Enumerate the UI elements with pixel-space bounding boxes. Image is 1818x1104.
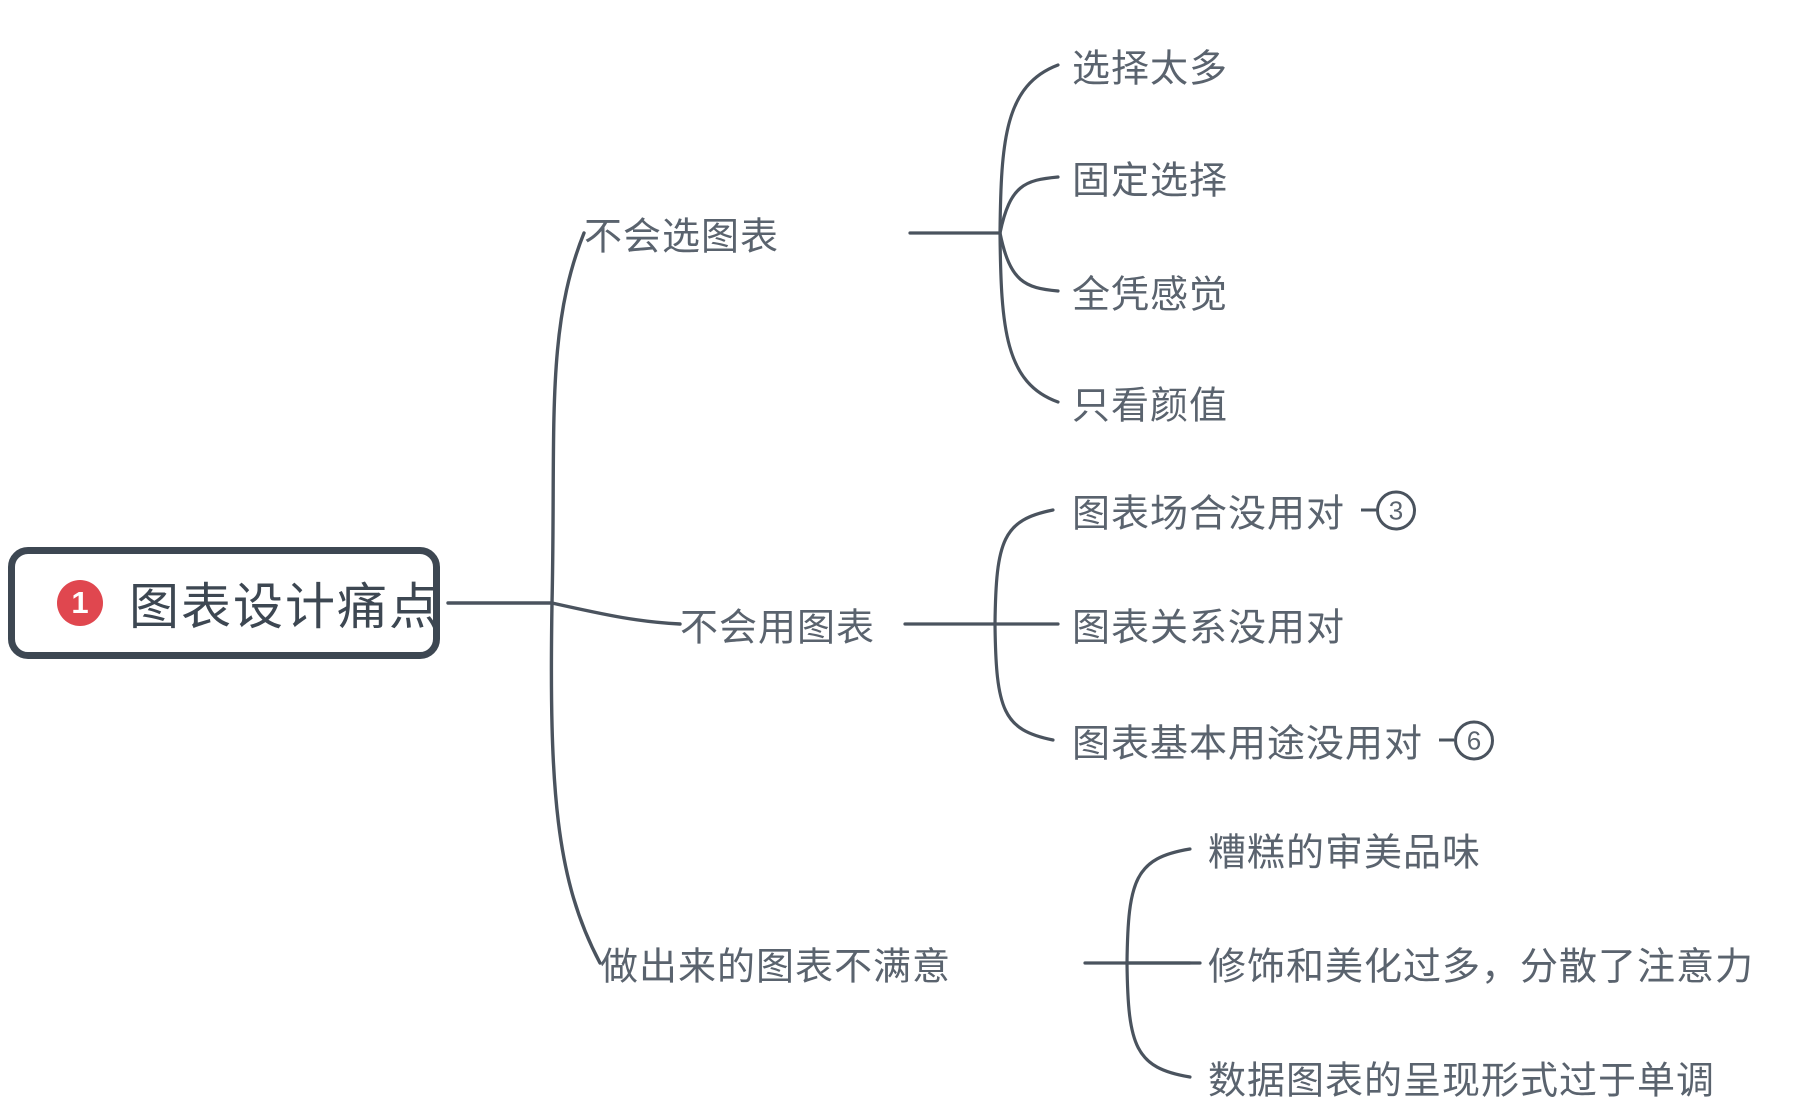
leaf-count-badge: 3 [1376, 490, 1417, 530]
badge-dash-icon [1439, 738, 1455, 742]
badge-dash-icon [1361, 508, 1377, 512]
leaf-node-3-3[interactable]: 数据图表的呈现形式过于单调 [1208, 1050, 1715, 1104]
leaf-node-2-1[interactable]: 图表场合没用对 3 [1072, 483, 1417, 538]
leaf-label: 修饰和美化过多，分散了注意力 [1208, 946, 1755, 989]
branch-label-1[interactable]: 不会选图表 [584, 216, 780, 259]
link-b1-leaf-3 [998, 231, 1060, 293]
leaf-label: 全凭感觉 [1072, 274, 1229, 317]
leaf-label: 只看颜值 [1072, 385, 1229, 428]
link-b3-leaf-1 [1125, 847, 1192, 965]
link-root-branch-3 [549, 601, 602, 965]
leaf-node-2-2[interactable]: 图表关系没用对 [1072, 597, 1345, 652]
leaf-node-3-2[interactable]: 修饰和美化过多，分散了注意力 [1208, 936, 1754, 991]
leaf-label: 糟糕的审美品味 [1208, 832, 1482, 875]
leaf-label: 选择太多 [1072, 48, 1229, 91]
leaf-label: 数据图表的呈现形式过于单调 [1208, 1060, 1716, 1103]
link-b1-leaf-4 [998, 231, 1060, 404]
leaf-node-1-4[interactable]: 只看颜值 [1072, 375, 1228, 430]
link-root-branch-1 [550, 231, 586, 605]
root-node[interactable]: 1 图表设计痛点 [8, 547, 440, 659]
link-b1-leaf-2 [998, 175, 1060, 235]
leaf-label: 图表关系没用对 [1072, 607, 1346, 650]
leaf-node-3-1[interactable]: 糟糕的审美品味 [1208, 822, 1481, 877]
leaf-count-badge: 6 [1454, 720, 1495, 760]
link-b2-leaf-1 [993, 508, 1055, 626]
branch-label-2[interactable]: 不会用图表 [680, 607, 876, 650]
leaf-node-1-3[interactable]: 全凭感觉 [1072, 264, 1228, 319]
link-b3-leaf-3 [1125, 961, 1192, 1079]
link-b2-leaf-3 [993, 622, 1055, 742]
leaf-label: 图表基本用途没用对 [1072, 723, 1424, 766]
leaf-node-1-1[interactable]: 选择太多 [1072, 38, 1228, 93]
link-root-branch-2 [550, 601, 682, 626]
branch-label-3[interactable]: 做出来的图表不满意 [600, 946, 952, 989]
leaf-node-1-2[interactable]: 固定选择 [1072, 150, 1228, 205]
leaf-label: 固定选择 [1072, 160, 1229, 203]
leaf-node-2-3[interactable]: 图表基本用途没用对 6 [1072, 713, 1495, 768]
leaf-badge-group: 3 [1361, 490, 1417, 530]
leaf-badge-group: 6 [1439, 720, 1495, 760]
link-b1-leaf-1 [998, 63, 1060, 235]
root-label: 图表设计痛点 [129, 579, 441, 635]
root-badge: 1 [57, 580, 103, 626]
leaf-label: 图表场合没用对 [1072, 493, 1346, 536]
